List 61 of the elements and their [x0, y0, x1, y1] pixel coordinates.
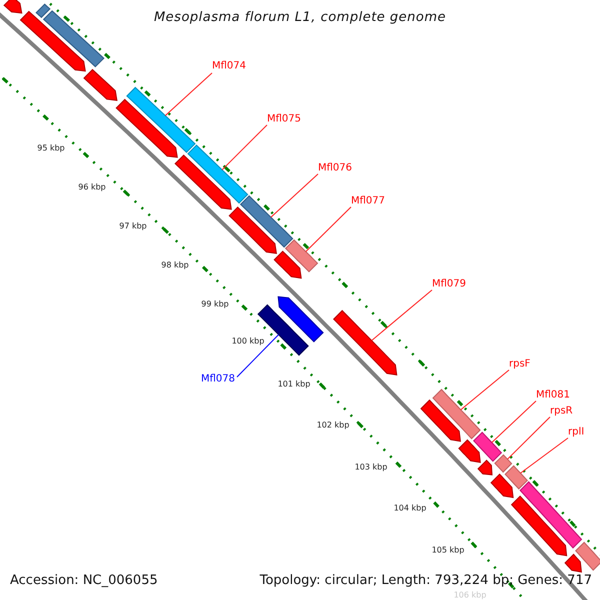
- leader-line: [164, 72, 212, 116]
- gene-feature: [510, 495, 568, 556]
- gene-feature: [3, 0, 22, 14]
- leader-line: [270, 174, 318, 218]
- gene-bar: [187, 144, 248, 204]
- leader-line: [507, 416, 550, 460]
- gene-feature: [477, 460, 493, 476]
- leader-line: [305, 206, 352, 252]
- gene-feature: [228, 206, 277, 254]
- gene-bar: [284, 239, 318, 272]
- scale-tick-label: 100 kbp: [232, 338, 264, 346]
- gene-label: rpsR: [550, 406, 573, 416]
- gene-feature: [420, 399, 461, 442]
- scale-tick-label: 97 kbp: [119, 222, 147, 232]
- leader-line: [236, 334, 280, 378]
- leader-line: [222, 124, 268, 170]
- gene-bar: [432, 388, 481, 440]
- leader-line: [371, 290, 432, 341]
- gene-label: Mfl078: [200, 374, 235, 384]
- gene-label: Mfl075: [267, 114, 302, 124]
- accession-text: Accession: NC_006055: [10, 574, 158, 588]
- scale-tick-label: 104 kbp: [394, 504, 426, 514]
- gene-feature: [116, 98, 178, 158]
- gene-label: Mfl081: [536, 390, 570, 400]
- gene-label: Mfl077: [351, 196, 386, 206]
- gene-label: Mfl079: [432, 278, 466, 290]
- gene-feature: [490, 473, 514, 498]
- gene-bar: [575, 542, 600, 571]
- gene-bar: [504, 465, 528, 490]
- scale-tick-label: 95 kbp: [37, 144, 65, 154]
- gene-bar: [473, 432, 502, 462]
- gene-bar: [240, 195, 294, 248]
- gene-feature: [458, 439, 481, 463]
- scale-tick-label: 105 kbp: [432, 546, 464, 556]
- gene-bar: [42, 10, 105, 68]
- gene-bar: [126, 86, 196, 153]
- gene-bar: [494, 454, 512, 473]
- gene-bar: [520, 481, 582, 549]
- map-title: Mesoplasma florum L1, complete genome: [154, 10, 446, 26]
- gene-bar: [35, 4, 51, 18]
- gene-feature: [20, 10, 86, 72]
- scale-tick-label: 99 kbp: [201, 300, 229, 310]
- scale-tick-label: 96 kbp: [78, 184, 106, 192]
- scale-tick-label: 98 kbp: [161, 262, 189, 270]
- gene-feature: [278, 296, 324, 342]
- leader-line: [520, 438, 568, 474]
- genome-summary-text: Topology: circular; Length: 793,224 bp; Genes: 717: [260, 574, 592, 588]
- scale-tick-label: 102 kbp: [316, 422, 350, 430]
- gene-feature: [274, 250, 302, 279]
- leader-line: [491, 400, 536, 443]
- gene-feature: [333, 310, 398, 376]
- leader-line: [460, 370, 510, 410]
- gene-label: Mfl074: [212, 60, 246, 72]
- gene-label: rplI: [568, 426, 584, 438]
- scale-tick-label: 103 kbp: [354, 464, 388, 472]
- gene-feature: [83, 68, 118, 101]
- gene-feature: [174, 154, 232, 210]
- gene-feature: [564, 554, 582, 573]
- gene-label: rpsF: [509, 358, 530, 370]
- scale-tick-label: 101 kbp: [278, 380, 310, 390]
- gene-label: Mfl076: [318, 162, 352, 174]
